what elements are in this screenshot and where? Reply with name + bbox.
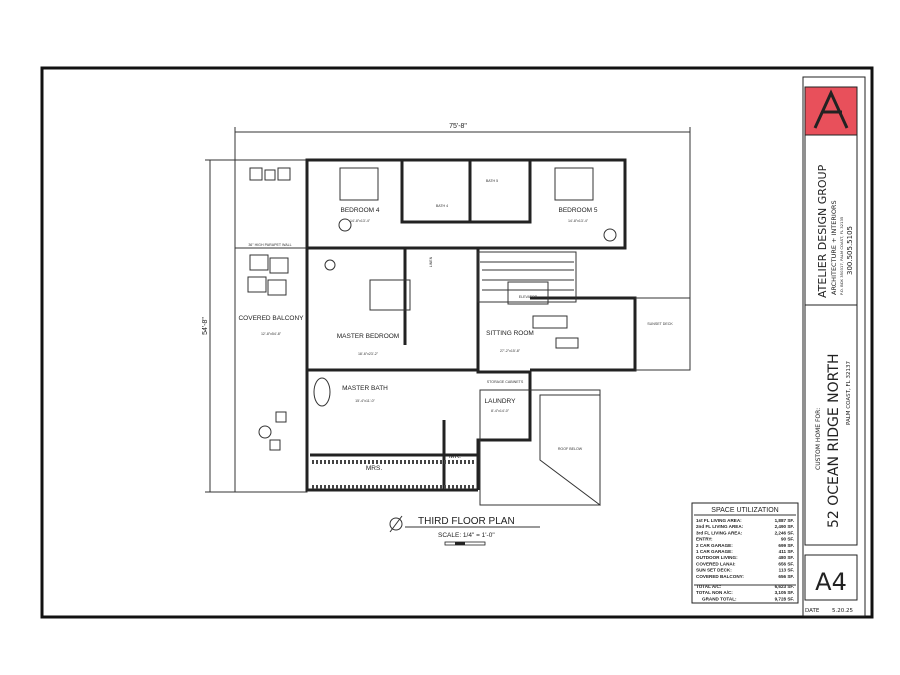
parapet-note: 36" HIGH PARAPET WALL xyxy=(248,243,291,247)
furniture xyxy=(312,167,617,489)
elevator xyxy=(507,281,549,305)
mrs-closet-label: MRS. xyxy=(366,465,382,472)
width-dimension: 75'-8" xyxy=(234,120,691,298)
space-utilization-label: COVERED LANAI: xyxy=(696,561,736,566)
space-utilization-label: 1 CAR GARAGE: xyxy=(696,549,733,554)
bedroom5-label: BEDROOM 5 xyxy=(558,207,597,214)
north-arrow-icon xyxy=(389,517,403,531)
firm-phone: 300.505.5105 xyxy=(846,226,854,275)
space-utilization-label: 2nd FL LIVING AREA: xyxy=(696,524,744,529)
walls xyxy=(305,158,691,492)
space-utilization-label: SUN SET DECK: xyxy=(696,568,732,573)
firm-subtitle: ARCHITECTURE + INTERIORS xyxy=(830,200,838,295)
space-utilization-table: SPACE UTILIZATION 1st FL LIVING AREA: 1,8… xyxy=(691,502,799,604)
balcony-size: 12'-8"x54'-8" xyxy=(261,332,282,336)
space-utilization-value: 699 SF. xyxy=(778,543,794,548)
space-utilization-title: SPACE UTILIZATION xyxy=(711,507,778,514)
space-utilization-value: 113 SF. xyxy=(779,568,794,573)
master-bath-size: 15'-4"x11'-0" xyxy=(355,399,376,403)
space-utilization-row: OUTDOOR LIVING: 480 SF. xyxy=(696,555,794,560)
project-name: 52 OCEAN RIDGE NORTH xyxy=(826,354,842,528)
balcony-label: COVERED BALCONY xyxy=(238,315,304,322)
space-utilization-label: TOTAL NON A/C: xyxy=(696,590,733,595)
space-utilization-label: 1st FL LIVING AREA: xyxy=(696,518,742,523)
space-utilization-row: 1 CAR GARAGE: 411 SF. xyxy=(696,549,794,554)
roof-label: ROOF BELOW xyxy=(558,447,583,451)
depth-dimension: 54'-8" xyxy=(202,159,235,493)
master-bath-label: MASTER BATH xyxy=(342,385,388,392)
space-utilization-row: SUN SET DECK: 113 SF. xyxy=(696,568,794,573)
firm-logo-letter-icon xyxy=(813,89,849,129)
project-location: PALM COAST, FL 32137 xyxy=(846,361,852,425)
mr-closet-label: MR. xyxy=(449,453,461,460)
space-utilization-value: 1,887 SF. xyxy=(775,518,794,523)
depth-dimension-label: 54'-8" xyxy=(202,317,209,335)
space-utilization-row: 2nd FL LIVING AREA: 2,490 SF. xyxy=(696,524,794,529)
space-utilization-label: OUTDOOR LIVING: xyxy=(696,555,738,560)
client-label: CUSTOM HOME FOR: xyxy=(815,408,822,470)
space-utilization-label: ENTRY: xyxy=(696,537,713,542)
space-utilization-row: COVERED LANAI: 656 SF. xyxy=(696,561,794,566)
space-utilization-label: 2 CAR GARAGE: xyxy=(696,543,733,548)
space-utilization-value: 3,105 SF. xyxy=(775,590,794,595)
plan-title: THIRD FLOOR PLAN xyxy=(418,516,515,527)
space-utilization-value: 9,728 SF. xyxy=(775,596,794,601)
space-utilization-row: TOTAL NON A/C: 3,105 SF. xyxy=(696,590,794,595)
space-utilization-row: TOTAL A/C: 6,623 SF. xyxy=(696,584,794,589)
space-utilization-value: 6,623 SF. xyxy=(775,584,794,589)
space-utilization-row: COVERED BALCONY: 656 SF. xyxy=(696,574,794,579)
space-utilization-value: 90 SF. xyxy=(781,537,794,542)
space-utilization-row: 2 CAR GARAGE: 699 SF. xyxy=(696,543,794,548)
space-utilization-label: COVERED BALCONY: xyxy=(696,574,744,579)
bath4-label: BATH 4 xyxy=(436,204,448,208)
roof-below: ROOF BELOW xyxy=(479,389,601,506)
laundry-size: 8'-4"x14'-0" xyxy=(491,409,510,413)
space-utilization-value: 2,490 SF. xyxy=(775,524,794,529)
bath5-label: BATH 5 xyxy=(486,179,498,183)
firm-address: P.O. BOX 350317, PALM COAST, FL 32135 xyxy=(839,216,844,295)
plan-title-block: THIRD FLOOR PLAN SCALE: 1/4" = 1'-0" xyxy=(389,515,540,546)
space-utilization-row: GRAND TOTAL: 9,728 SF. xyxy=(702,596,794,601)
bedroom4-size: 14'-8"x13'-4" xyxy=(350,219,371,223)
master-bedroom-size: 18'-6"x23'-2" xyxy=(358,352,379,356)
space-utilization-label: GRAND TOTAL: xyxy=(702,596,737,601)
stairs: ELEVATOR xyxy=(477,251,577,305)
space-utilization-value: 2,246 SF. xyxy=(775,530,794,535)
space-utilization-label: TOTAL A/C: xyxy=(696,584,722,589)
linen-label: LINEN xyxy=(429,256,433,267)
laundry-label: LAUNDRY xyxy=(485,398,517,405)
master-bedroom-label: MASTER BEDROOM xyxy=(337,333,399,340)
plan-scale: SCALE: 1/4" = 1'-0" xyxy=(438,532,495,539)
sitting-room-size: 27'-2"x15'-8" xyxy=(500,349,521,353)
width-dimension-label: 75'-8" xyxy=(449,123,467,130)
sheet-number: A4 xyxy=(815,568,847,596)
space-utilization-row: 3rd FL LIVING AREA: 2,246 SF. xyxy=(696,530,794,535)
elevator-label: ELEVATOR xyxy=(519,295,538,299)
sitting-room-label: SITTING ROOM xyxy=(486,330,534,337)
space-utilization-label: 3rd FL LIVING AREA: xyxy=(696,530,743,535)
firm-name: ATELIER DESIGN GROUP xyxy=(816,164,829,298)
sunset-deck-label: SUNSET DECK xyxy=(647,322,673,326)
space-utilization-value: 656 SF. xyxy=(778,561,794,566)
title-block: ATELIER DESIGN GROUP ARCHITECTURE + INTE… xyxy=(802,76,866,617)
space-utilization-row: ENTRY: 90 SF. xyxy=(696,537,794,542)
space-utilization-value: 411 SF. xyxy=(779,549,794,554)
date-label: DATE xyxy=(805,608,820,614)
bedroom5-size: 14'-8"x13'-4" xyxy=(568,219,589,223)
space-utilization-row: 1st FL LIVING AREA: 1,887 SF. xyxy=(696,518,794,523)
bedroom4-label: BEDROOM 4 xyxy=(340,207,379,214)
date-value: 5.20.25 xyxy=(832,608,853,614)
space-utilization-value: 656 SF. xyxy=(778,574,794,579)
space-utilization-value: 480 SF. xyxy=(778,555,794,560)
storage-label: STORAGE CABINETS xyxy=(487,380,524,384)
